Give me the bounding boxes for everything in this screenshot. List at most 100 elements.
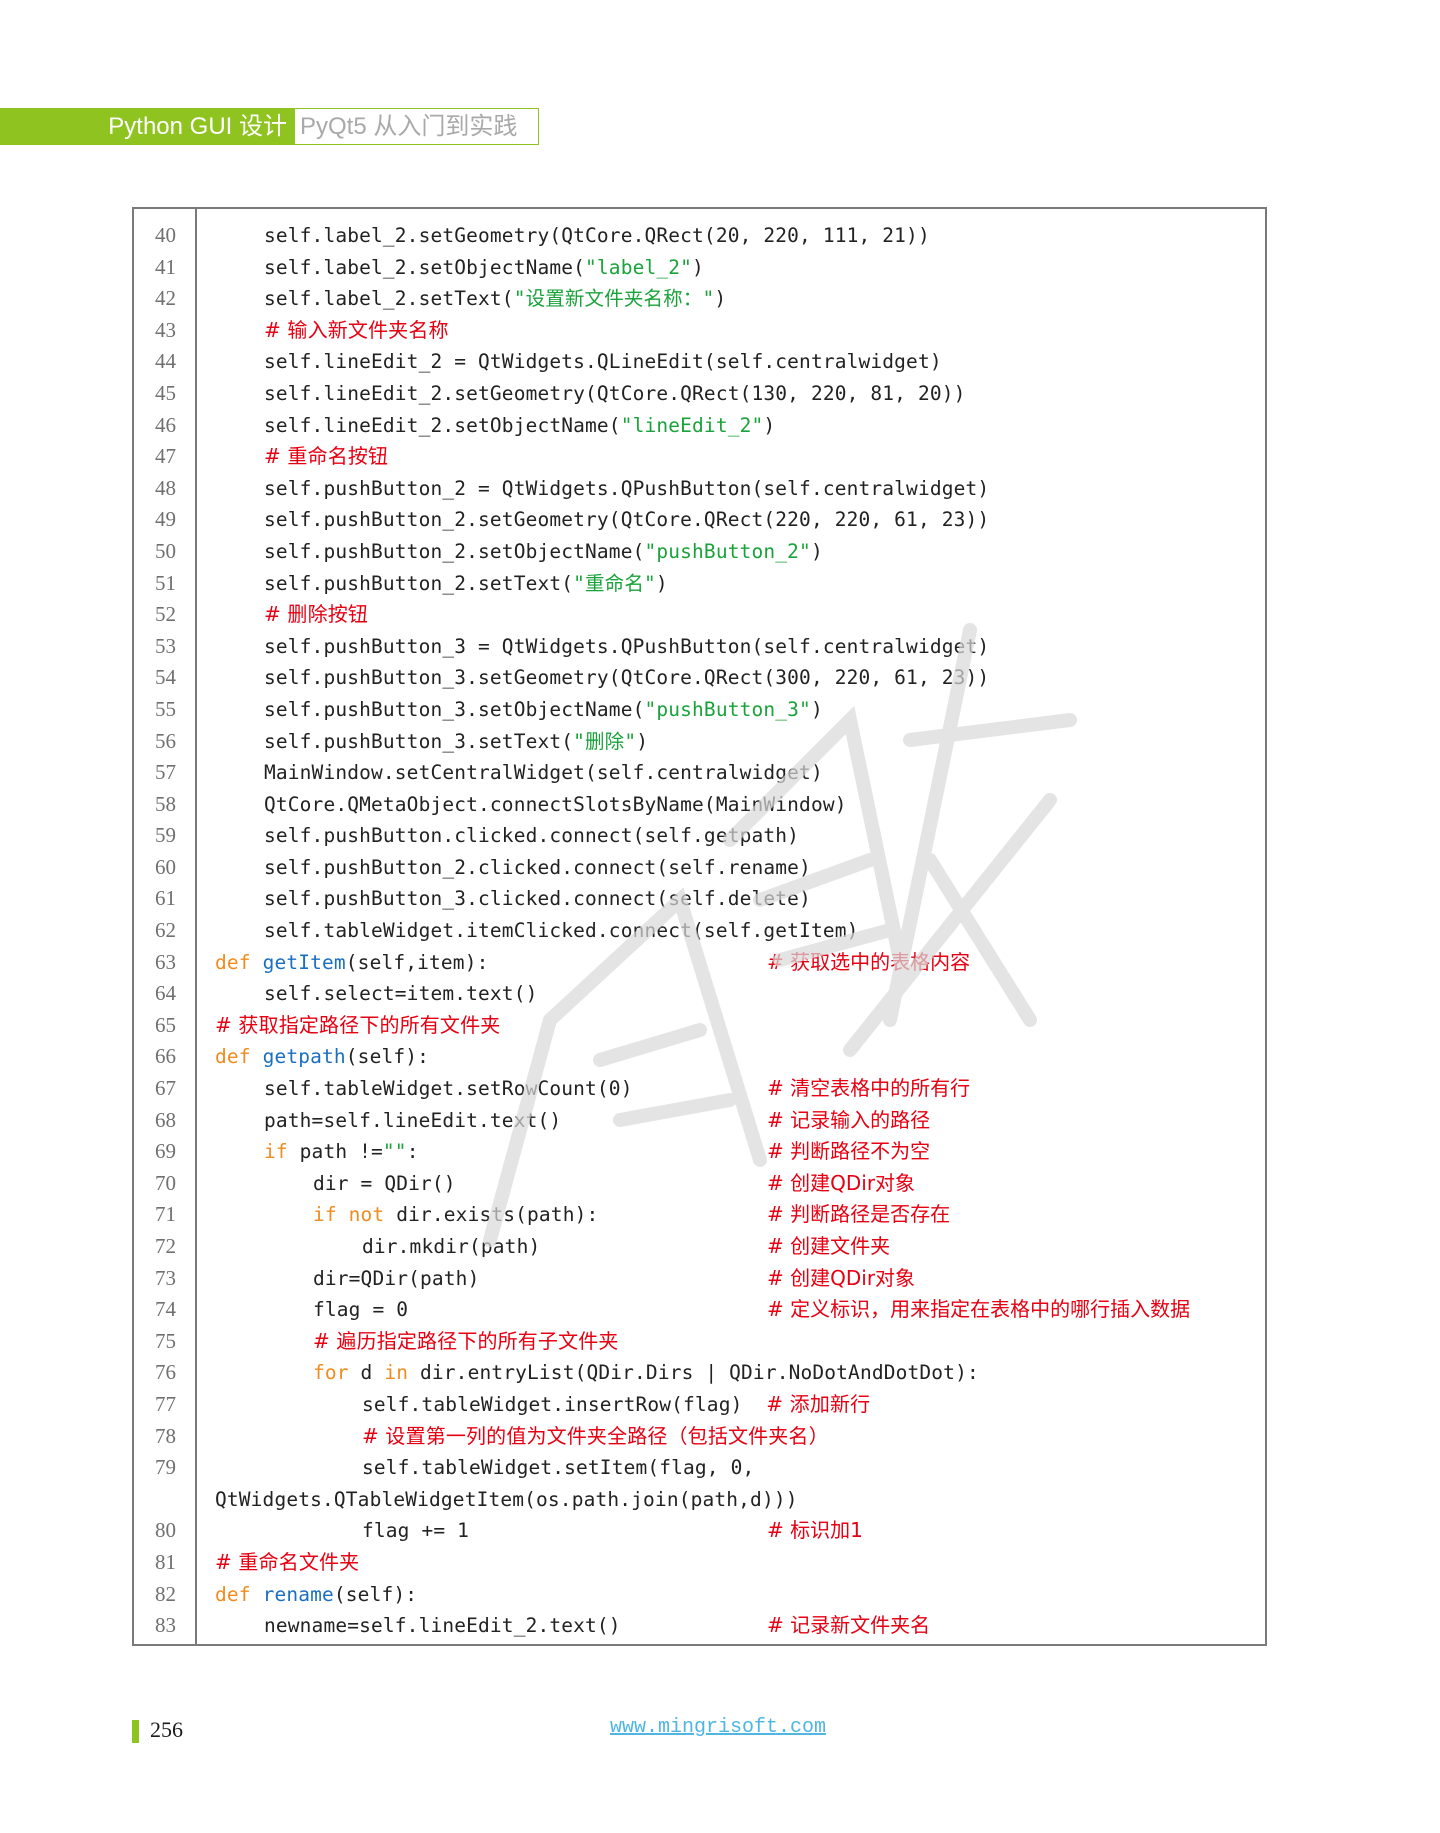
code-text: for d in dir.entryList(QDir.Dirs | QDir.… — [313, 1357, 979, 1389]
header-band: Python GUI 设计 — [0, 108, 295, 145]
code-text: self.tableWidget.setRowCount(0) — [264, 1073, 633, 1105]
keyword-token: def — [215, 1582, 263, 1606]
trailing-comment: # 记录新文件夹名 — [767, 1613, 931, 1638]
code-text: self.pushButton_2.setGeometry(QtCore.QRe… — [264, 504, 989, 536]
code-text: self.pushButton_3.setGeometry(QtCore.QRe… — [264, 662, 989, 694]
inline-comment-token: # 重命名按钮 — [264, 444, 389, 469]
code-token: self.tableWidget.insertRow(flag) — [362, 1392, 767, 1416]
function-name-token: getItem — [262, 950, 346, 974]
function-name-token: rename — [262, 1582, 334, 1606]
code-text: flag += 1 — [362, 1515, 469, 1547]
code-token: ) — [714, 287, 727, 311]
code-token: flag = 0 — [313, 1298, 409, 1322]
code-token: self.pushButton_3.setGeometry(QtCore.QRe… — [264, 666, 990, 690]
code-line: 81# 重命名文件夹 — [134, 1547, 1265, 1579]
line-number: 46 — [155, 412, 176, 437]
line-number: 53 — [155, 633, 176, 658]
code-text: self.tableWidget.setItem(flag, 0, — [362, 1452, 754, 1484]
code-token: QtWidgets.QTableWidgetItem(os.path.join(… — [215, 1487, 798, 1511]
line-number: 64 — [155, 981, 176, 1006]
code-token: flag += 1 — [362, 1519, 470, 1543]
line-number: 70 — [155, 1170, 176, 1195]
code-text: # 设置第一列的值为文件夹全路径（包括文件夹名） — [362, 1421, 829, 1453]
code-line: 70 dir = QDir() # 创建QDir对象 — [134, 1168, 1265, 1200]
line-number: 71 — [155, 1202, 176, 1227]
code-token: QtCore.QMetaObject.connectSlotsByName(Ma… — [264, 792, 847, 816]
line-number: 63 — [155, 949, 176, 974]
code-text: # 输入新文件夹名称 — [264, 315, 449, 347]
footer-url-link[interactable]: www.mingrisoft.com — [610, 1716, 827, 1739]
line-number: 40 — [155, 223, 176, 247]
line-number: 68 — [155, 1107, 176, 1132]
inline-comment-token: # 输入新文件夹名称 — [264, 317, 449, 342]
line-number: 76 — [155, 1360, 176, 1385]
code-text: flag = 0 — [313, 1294, 408, 1326]
code-line: 41 self.label_2.setObjectName("label_2") — [134, 252, 1265, 284]
code-token: : — [406, 1140, 419, 1164]
line-number: 49 — [155, 507, 176, 532]
line-number: 48 — [155, 475, 176, 500]
inline-comment-token: # 遍历指定路径下的所有子文件夹 — [313, 1328, 619, 1353]
code-text: self.label_2.setObjectName("label_2") — [264, 252, 704, 284]
code-text: newname=self.lineEdit_2.text() — [264, 1610, 621, 1642]
trailing-comment: # 创建QDir对象 — [767, 1265, 916, 1290]
code-text: self.lineEdit_2.setGeometry(QtCore.QRect… — [264, 378, 966, 410]
code-token: self.pushButton_3 = QtWidgets.QPushButto… — [264, 634, 990, 658]
code-text: def rename(self): — [215, 1579, 417, 1611]
trailing-comment: # 记录输入的路径 — [767, 1107, 931, 1132]
code-text: # 重命名文件夹 — [215, 1547, 359, 1579]
code-token: self.pushButton_2.setObjectName( — [264, 539, 645, 563]
line-number: 77 — [155, 1391, 176, 1416]
code-text: # 遍历指定路径下的所有子文件夹 — [313, 1326, 619, 1358]
code-token: self.select=item.text() — [264, 982, 538, 1006]
code-lines: 40 self.label_2.setGeometry(QtCore.QRect(… — [134, 220, 1265, 1642]
string-token: "删除" — [573, 729, 637, 753]
line-number: 44 — [155, 349, 176, 374]
trailing-comment: # 创建QDir对象 — [767, 1170, 916, 1195]
line-number: 60 — [155, 854, 176, 879]
line-number: 69 — [155, 1139, 176, 1164]
code-line: 75# 遍历指定路径下的所有子文件夹 — [134, 1326, 1265, 1358]
code-token: (self): — [345, 1045, 430, 1069]
code-token: self.label_2.setObjectName( — [264, 255, 586, 279]
code-text: dir.mkdir(path) — [362, 1231, 540, 1263]
inline-comment-token: # 获取指定路径下的所有文件夹 — [215, 1012, 501, 1037]
code-token: ) — [810, 697, 823, 721]
code-token: self.lineEdit_2 = QtWidgets.QLineEdit(se… — [264, 350, 942, 374]
code-text: dir = QDir() — [313, 1168, 456, 1200]
line-number: 41 — [155, 254, 176, 279]
string-token: "pushButton_2" — [644, 539, 811, 563]
line-number: 79 — [155, 1455, 176, 1480]
code-token: (self): — [333, 1582, 418, 1606]
line-number: 80 — [155, 1518, 176, 1543]
code-text: self.label_2.setGeometry(QtCore.QRect(20… — [264, 220, 930, 252]
code-line: 64 self.select=item.text() — [134, 978, 1265, 1010]
code-text: self.tableWidget.itemClicked.connect(sel… — [264, 915, 859, 947]
string-token: "pushButton_3" — [644, 697, 811, 721]
code-line: 47# 重命名按钮 — [134, 441, 1265, 473]
string-token: "设置新文件夹名称：" — [513, 287, 715, 311]
code-text: self.select=item.text() — [264, 978, 537, 1010]
trailing-comment: # 创建文件夹 — [767, 1234, 891, 1258]
code-text: # 重命名按钮 — [264, 441, 388, 473]
code-text: dir=QDir(path) — [313, 1263, 479, 1295]
string-token: "" — [382, 1140, 407, 1164]
keyword-token: def — [215, 1045, 263, 1069]
code-line: 53 self.pushButton_3 = QtWidgets.QPushBut… — [134, 631, 1265, 663]
code-token: self.pushButton_2.setGeometry(QtCore.QRe… — [264, 508, 990, 532]
code-token: self.tableWidget.itemClicked.connect(sel… — [264, 919, 859, 943]
keyword-token: for — [313, 1361, 349, 1385]
code-line: 44 self.lineEdit_2 = QtWidgets.QLineEdit(… — [134, 346, 1265, 378]
code-token: self.pushButton_2.setText( — [264, 571, 574, 595]
code-line: 49 self.pushButton_2.setGeometry(QtCore.Q… — [134, 504, 1265, 536]
line-number: 65 — [155, 1012, 176, 1037]
